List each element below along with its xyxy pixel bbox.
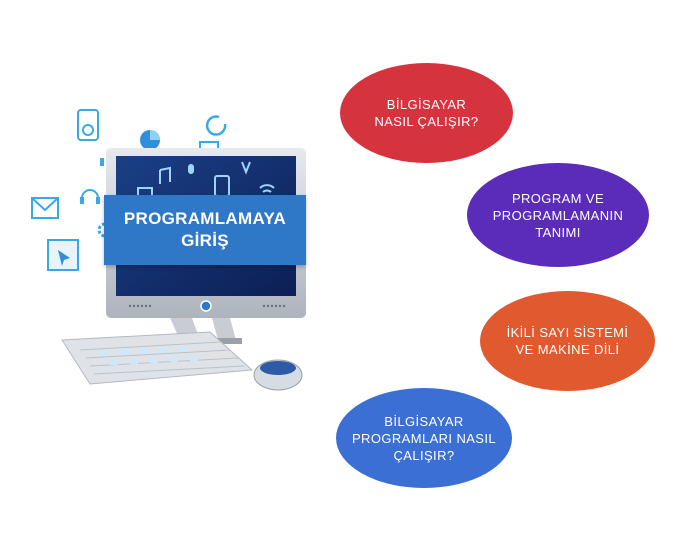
topic-line: PROGRAMLAMANIN [492, 207, 624, 223]
topic-line: ÇALIŞIR? [393, 447, 455, 463]
mouse [253, 359, 303, 391]
music-note-icon [159, 166, 171, 184]
wifi-icon [259, 184, 275, 193]
topic-line: TANIMI [535, 224, 581, 240]
pie-chart-icon [140, 130, 160, 150]
signal-icon [241, 161, 251, 175]
topic-bubble-how-computer-works: BİLGİSAYAR NASIL ÇALIŞIR? [340, 63, 513, 163]
speaker-icon [77, 109, 99, 141]
topic-line: PROGRAMLARI NASIL [351, 430, 497, 446]
topic-line: BİLGİSAYAR [384, 413, 464, 429]
topic-bubble-how-programs-work: BİLGİSAYAR PROGRAMLARI NASIL ÇALIŞIR? [336, 388, 512, 488]
headphones-icon [80, 189, 100, 204]
cursor-window-icon [47, 239, 79, 271]
topic-line: İKİLİ SAYI SİSTEMİ [506, 325, 629, 340]
mail-icon [31, 197, 59, 219]
microphone-icon [188, 164, 194, 174]
topic-bubble-program-definition: PROGRAM VE PROGRAMLAMANIN TANIMI [467, 163, 649, 267]
refresh-icon [205, 115, 227, 136]
topic-bubble-binary-machine-language: İKİLİ SAYI SİSTEMİ VE MAKİNE DİLİ [480, 291, 655, 391]
main-title-line1: PROGRAMLAMAYA [123, 209, 287, 228]
main-title-line2: GİRİŞ [181, 231, 229, 250]
topic-line: PROGRAM VE [511, 190, 605, 206]
topic-line: BİLGİSAYAR [386, 97, 467, 112]
main-title-box: PROGRAMLAMAYA GİRİŞ [104, 195, 306, 265]
topic-line: VE MAKİNE DİLİ [515, 342, 620, 357]
keyboard [61, 331, 254, 385]
topic-line: NASIL ÇALIŞIR? [374, 114, 479, 129]
